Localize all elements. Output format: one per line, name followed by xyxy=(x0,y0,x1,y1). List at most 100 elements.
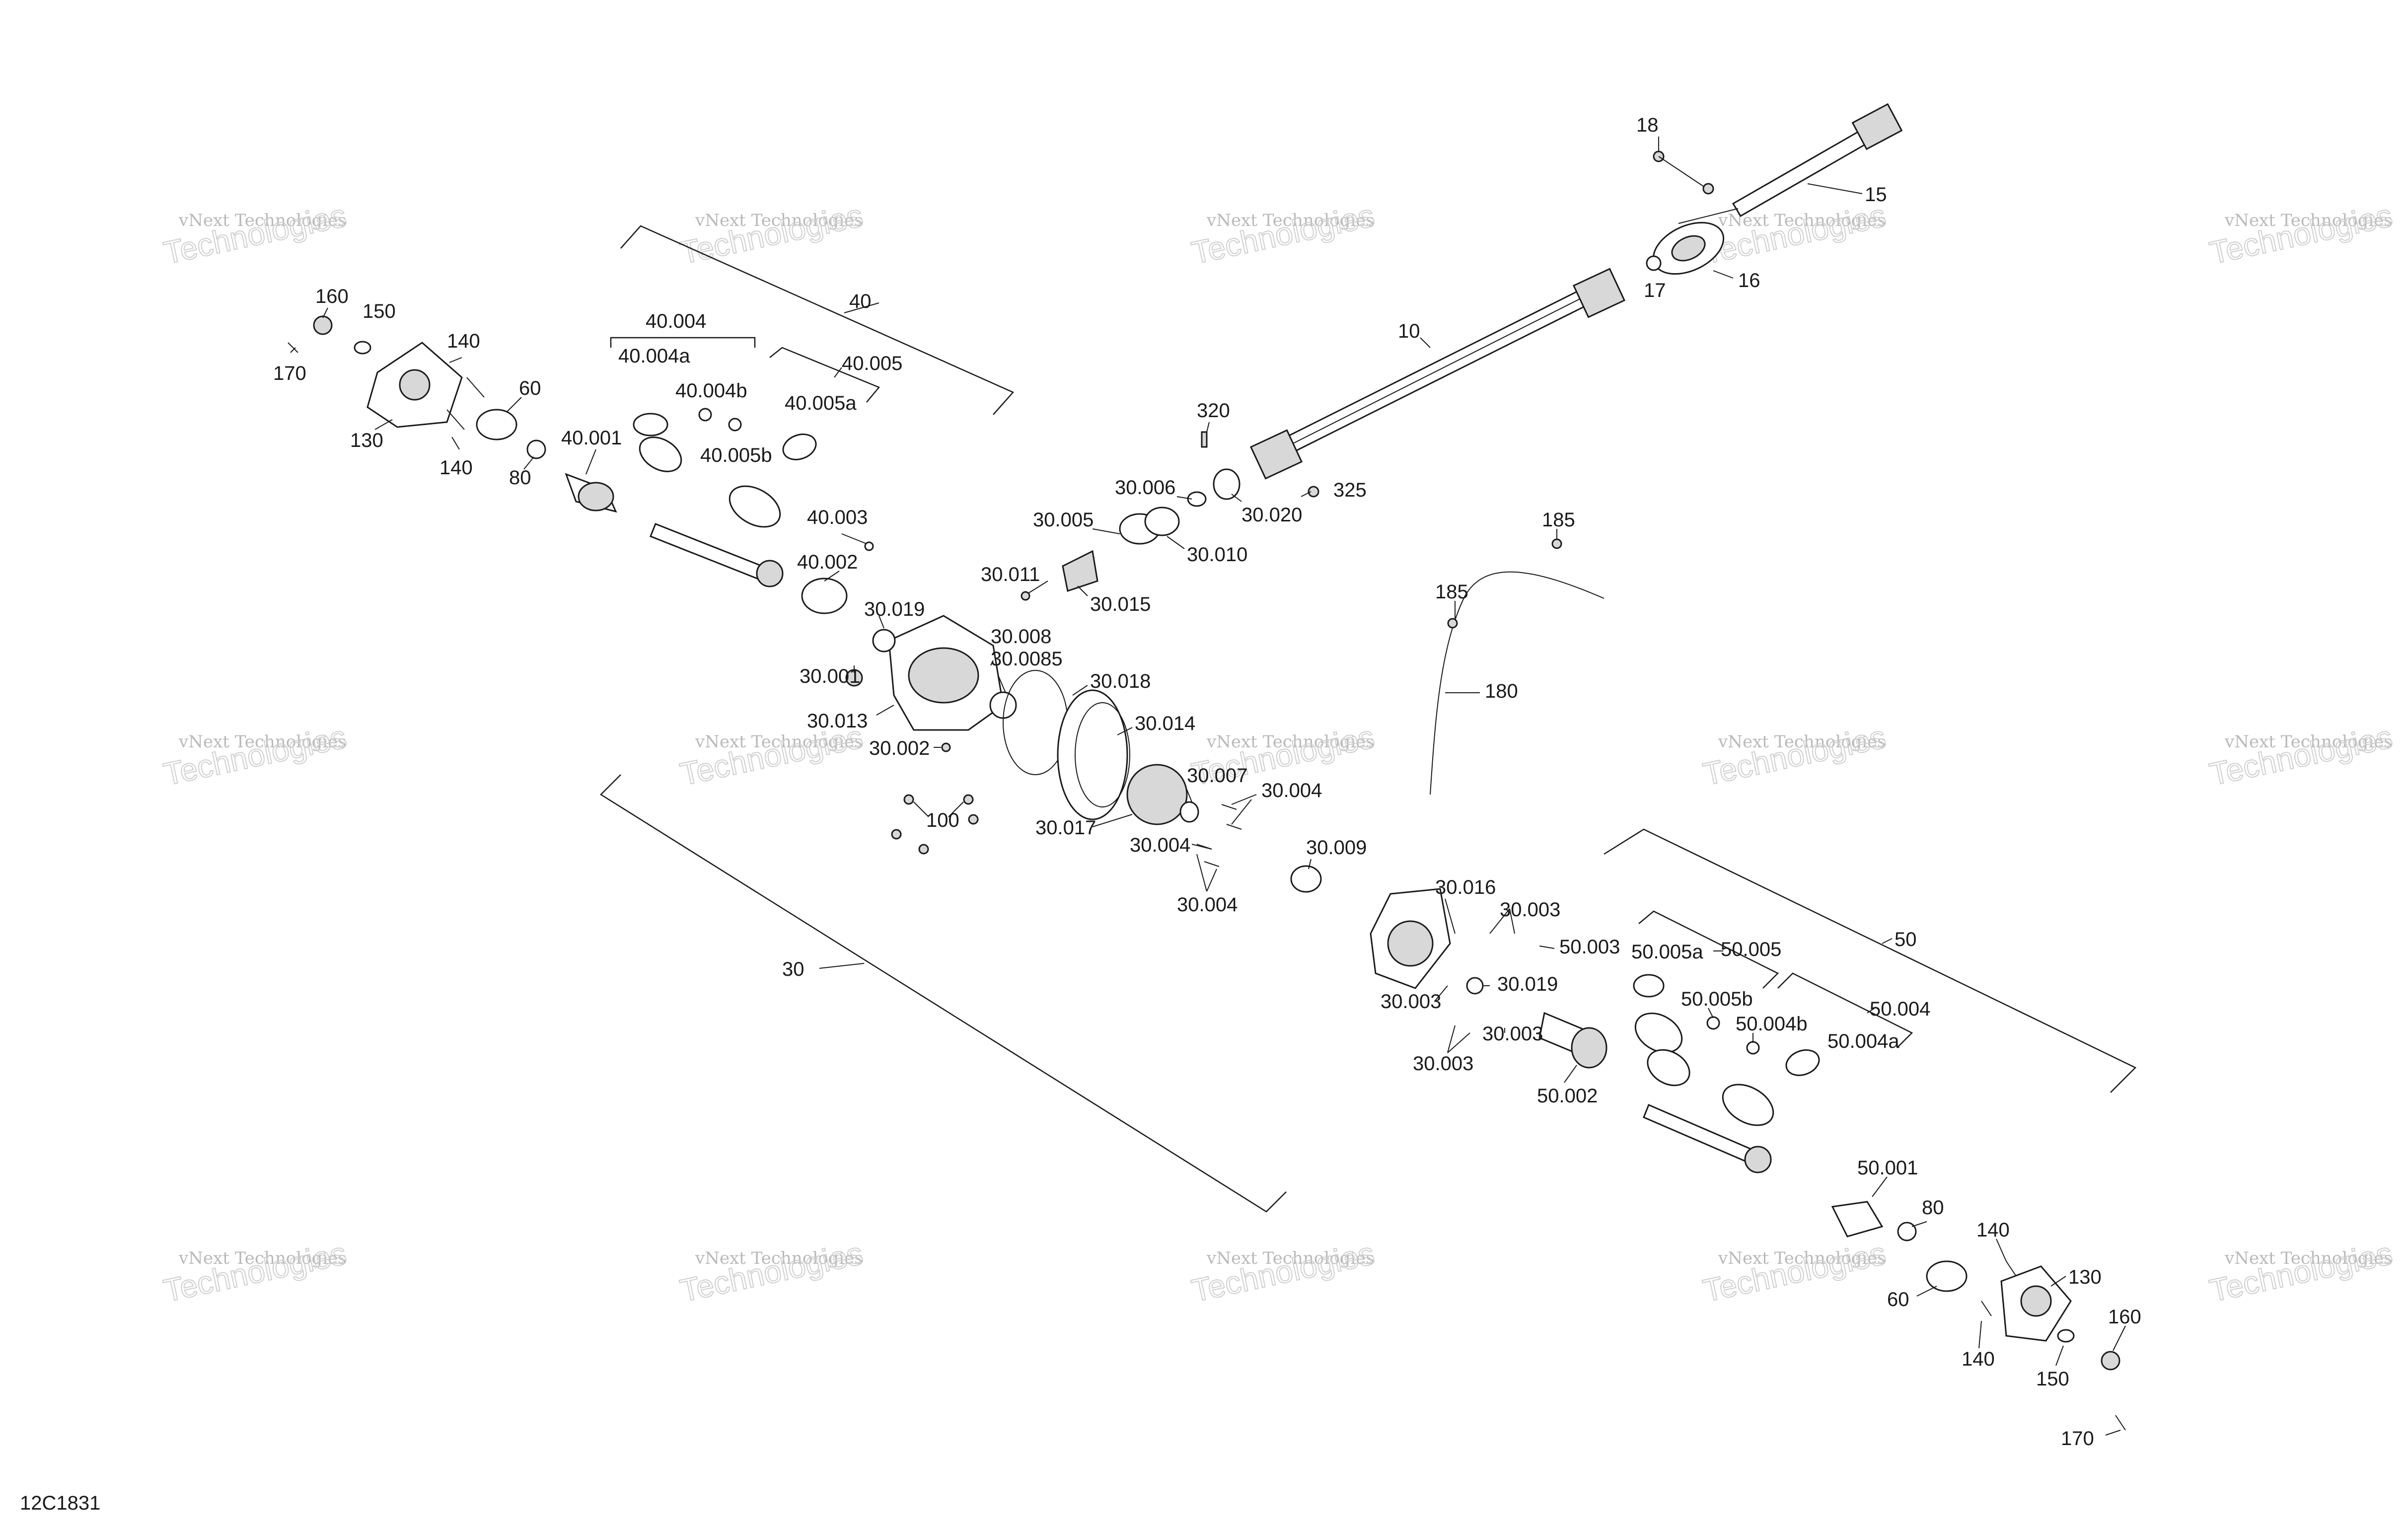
callout-50-004a: 50.004a xyxy=(1827,1030,1899,1052)
differential-housing xyxy=(845,615,1068,775)
callout-50-004b: 50.004b xyxy=(1736,1013,1808,1035)
callout-40-002: 40.002 xyxy=(797,551,858,573)
watermark-text: Technologies xyxy=(160,719,349,792)
callout-40-004: 40.004 xyxy=(646,310,706,332)
right-hub-assembly xyxy=(1831,1201,2126,1431)
callout-30-016: 30.016 xyxy=(1435,876,1496,898)
bracket-30 xyxy=(600,774,1287,1213)
callout-30-005: 30.005 xyxy=(1033,509,1094,531)
callout-40: 40 xyxy=(849,291,872,312)
watermark-text: Technologies xyxy=(1700,1235,1889,1308)
callout-170-left: 170 xyxy=(273,363,306,384)
callout-50-003: 50.003 xyxy=(1559,936,1620,958)
callout-140-left-top: 140 xyxy=(447,330,480,352)
watermark-text: vNext Technologies xyxy=(1718,1248,1886,1268)
callout-325: 325 xyxy=(1333,479,1367,501)
callout-18: 18 xyxy=(1636,114,1659,136)
callout-10: 10 xyxy=(1398,320,1420,342)
watermark-text: Technologies xyxy=(160,197,349,271)
callout-30-008: 30.008 xyxy=(991,626,1051,648)
callout-40-001: 40.001 xyxy=(561,427,622,449)
callout-30-004-bottom: 30.004 xyxy=(1177,894,1238,916)
drive-shaft-10 xyxy=(1249,268,1626,480)
bracket-50 xyxy=(1604,828,2137,1093)
callout-17: 17 xyxy=(1644,280,1666,301)
watermark-text: vNext Technologies xyxy=(178,1248,347,1268)
callout-130-right: 130 xyxy=(2068,1266,2102,1288)
watermark-text: vNext Technologies xyxy=(178,211,347,230)
callout-320: 320 xyxy=(1197,400,1230,422)
callout-40-004a: 40.004a xyxy=(618,345,690,367)
callout-50-001: 50.001 xyxy=(1857,1157,1918,1179)
callout-30-002: 30.002 xyxy=(869,737,930,759)
leader-lines xyxy=(290,307,2126,1436)
watermark-text: vNext Technologies xyxy=(1206,1248,1375,1268)
watermark-text: Technologies xyxy=(677,1235,866,1308)
watermark-text: vNext Technologies xyxy=(1206,211,1375,230)
callout-40-005b: 40.005b xyxy=(700,444,772,466)
watermark-text: vNext Technologies xyxy=(695,1248,863,1268)
callout-30-017: 30.017 xyxy=(1035,817,1096,839)
callout-30-020: 30.020 xyxy=(1241,504,1302,526)
callout-185-mid: 185 xyxy=(1435,581,1468,603)
right-cover xyxy=(1370,888,1484,995)
callout-30-018: 30.018 xyxy=(1090,670,1151,692)
watermark-text: Technologies xyxy=(1188,197,1377,271)
callout-30-001: 30.001 xyxy=(800,665,860,687)
callout-50-002: 50.002 xyxy=(1537,1085,1598,1107)
callout-30-019-left: 30.019 xyxy=(864,598,925,620)
ring-17 xyxy=(1646,255,1662,271)
callout-150-right: 150 xyxy=(2036,1368,2069,1390)
bearing-support-16 xyxy=(1652,221,1734,279)
callout-150-left: 150 xyxy=(363,300,396,322)
bracket-40-005 xyxy=(769,347,880,403)
callout-60-left: 60 xyxy=(519,377,541,399)
callout-30-009: 30.009 xyxy=(1306,837,1367,859)
callout-50-005: 50.005 xyxy=(1721,939,1781,960)
watermark-text: Technologies xyxy=(160,1235,349,1308)
pinion-gear-set xyxy=(1021,431,1319,601)
watermark-text: Technologies xyxy=(2206,719,2395,792)
watermark-text: Technologies xyxy=(2206,197,2395,271)
callout-30: 30 xyxy=(782,958,804,980)
callout-140-right-bottom: 140 xyxy=(1962,1348,1995,1370)
callout-160-right: 160 xyxy=(2108,1306,2141,1328)
callout-130-left: 130 xyxy=(350,430,383,451)
parts-layer xyxy=(288,103,2126,1431)
callout-30-003-b: 30.003 xyxy=(1381,991,1441,1013)
bracket-40 xyxy=(620,225,1015,415)
right-axle-assembly xyxy=(1538,974,1820,1173)
callout-140-right-top: 140 xyxy=(1976,1219,2010,1241)
callout-30-019-right: 30.019 xyxy=(1497,973,1558,995)
callout-30-011: 30.011 xyxy=(981,564,1040,585)
callout-50-005b: 50.005b xyxy=(1681,988,1753,1010)
callout-170-right: 170 xyxy=(2061,1428,2094,1450)
callout-30-007: 30.007 xyxy=(1187,765,1247,787)
ring-gear-differential xyxy=(1057,689,1322,893)
callout-30-014: 30.014 xyxy=(1135,713,1195,734)
callout-80-right: 80 xyxy=(1922,1197,1944,1219)
callout-40-004b: 40.004b xyxy=(675,380,747,402)
clamp-185 xyxy=(1447,618,1458,629)
callout-100: 100 xyxy=(926,809,959,831)
vent-tube-180 xyxy=(1430,571,1605,795)
bracket-40-004 xyxy=(610,337,756,348)
watermark-text: Technologies xyxy=(1188,1235,1377,1308)
callout-80-left: 80 xyxy=(509,467,531,489)
callout-30-004-mid: 30.004 xyxy=(1130,834,1190,856)
watermark-text: Technologies xyxy=(1700,197,1889,271)
watermark-text: vNext Technologies xyxy=(2224,211,2393,230)
callout-50: 50 xyxy=(1895,929,1917,950)
callout-30-013: 30.013 xyxy=(807,710,868,732)
callout-60-right: 60 xyxy=(1887,1289,1909,1310)
left-axle-assembly xyxy=(565,408,874,614)
watermark-text: vNext Technologies xyxy=(2224,1248,2393,1268)
clamp-185 xyxy=(1551,538,1562,549)
callout-180: 180 xyxy=(1485,680,1518,702)
callout-40-005a: 40.005a xyxy=(785,392,857,414)
bracket-50-004 xyxy=(1777,972,1913,1048)
group-brackets xyxy=(600,225,2137,1213)
callout-labels: 10 15 16 17 18 40 40.004 40.004a 40.004b… xyxy=(20,114,2141,1514)
